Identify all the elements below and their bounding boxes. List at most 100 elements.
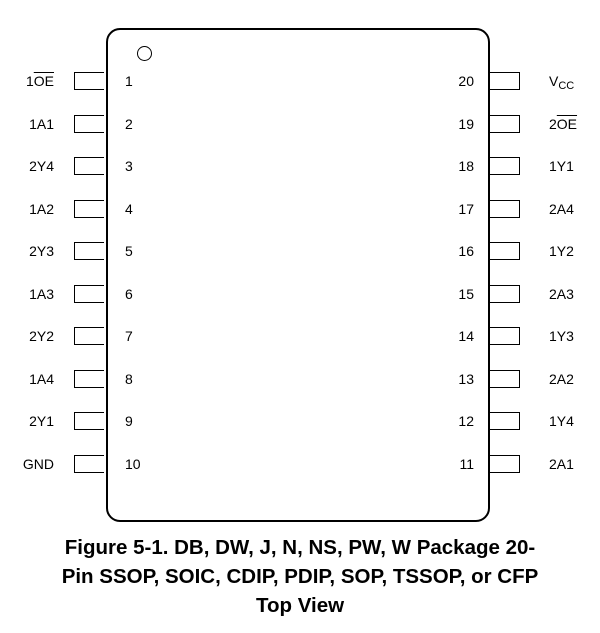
pin-name-label: 1Y2	[549, 242, 574, 265]
caption-line-1: Figure 5-1. DB, DW, J, N, NS, PW, W Pack…	[64, 536, 536, 559]
pin-row: 2Y1 9	[0, 410, 150, 434]
pin-name-label: 1Y4	[549, 412, 574, 435]
pin-lead	[490, 369, 520, 388]
pin-row: 1A1 2	[0, 113, 150, 137]
pin-lead	[74, 72, 104, 90]
pin-row: 2Y3 5	[0, 240, 150, 264]
pin-row: 1Y4 12	[440, 410, 600, 434]
pin-number: 11	[459, 455, 474, 472]
pin-name-label: GND	[23, 455, 54, 478]
pin-name-text: V	[549, 73, 559, 89]
pin-number: 3	[125, 158, 133, 174]
pin-name-subscript: CC	[558, 80, 575, 92]
pin-lead	[490, 284, 520, 303]
pin-row: 2A1 11	[440, 453, 600, 477]
pin-name-text: 1A1	[29, 115, 54, 132]
pin-name-label: 2A2	[549, 370, 574, 393]
pin-lead	[74, 412, 104, 430]
pin-name-prefix: 1	[25, 73, 34, 89]
pin-row: 1A4 8	[0, 368, 150, 392]
pin-row: VCC 20	[440, 70, 600, 94]
pin-number: 10	[125, 455, 141, 472]
pin-lead	[74, 369, 104, 388]
pin-lead	[74, 114, 104, 133]
pin-lead	[490, 327, 520, 345]
pin-name-label: 1A3	[29, 285, 54, 308]
pin-name-text: 1Y4	[549, 413, 574, 429]
pin-row: 2A2 13	[440, 368, 600, 392]
pin-name-text: GND	[22, 455, 54, 472]
pin-number: 14	[458, 328, 474, 344]
pin-row: 1Y3 14	[440, 325, 600, 349]
pin-name-text: 2Y4	[29, 158, 54, 174]
pin-name-label: 1Y1	[549, 157, 574, 180]
chip-package-outline	[106, 28, 490, 522]
pin-lead	[490, 454, 520, 473]
pin-name-text: 1A2	[29, 200, 54, 217]
pin-number: 2	[125, 115, 133, 132]
pin-name-label: 2Y3	[29, 242, 54, 265]
pin-number: 9	[125, 413, 133, 429]
pin-number: 12	[458, 413, 474, 429]
pin-name-text: 2Y1	[29, 413, 54, 429]
pin-number: 13	[458, 370, 474, 387]
pin-number: 8	[125, 370, 133, 387]
pin-lead	[74, 454, 104, 473]
pin-lead	[490, 199, 520, 218]
pin-name-text: 1A3	[29, 285, 54, 302]
pin-name-label: 1A4	[29, 370, 54, 393]
pin-lead	[490, 114, 520, 133]
pin-name-label: 1OE	[26, 72, 54, 95]
pin-number: 16	[458, 243, 474, 259]
pin-lead	[74, 242, 104, 260]
pin-lead	[490, 157, 520, 175]
pin-name-text: 1Y3	[549, 328, 574, 344]
pin-lead	[490, 412, 520, 430]
pin-lead	[490, 72, 520, 90]
figure-caption: Figure 5-1. DB, DW, J, N, NS, PW, W Pack…	[0, 533, 600, 620]
pin-number: 5	[125, 243, 133, 259]
pin-name-label: 2OE	[549, 115, 577, 138]
pin-row: GND 10	[0, 453, 150, 477]
pin-number: 18	[458, 158, 474, 174]
pin-row: 1Y2 16	[440, 240, 600, 264]
pin-name-prefix: 2	[549, 115, 557, 132]
pin-name-label: 2A4	[549, 200, 574, 223]
caption-line-3: Top View	[255, 594, 345, 617]
pin-name-text: 2Y2	[29, 328, 54, 344]
pin-name-label: 2Y2	[29, 327, 54, 350]
pin-number: 7	[125, 328, 133, 344]
pin-name-text: 1Y1	[549, 158, 574, 174]
pin-name-label: 2A3	[549, 285, 574, 308]
pin-name-label: VCC	[549, 72, 574, 95]
pin-name-text: 1A4	[29, 370, 54, 387]
pin-name-label: 2A1	[549, 455, 574, 478]
pin-name-label: 2Y1	[29, 412, 54, 435]
pin-name-label: 1Y3	[549, 327, 574, 350]
pin-lead	[490, 242, 520, 260]
pin-name-text: 2A1	[549, 455, 574, 472]
pin-number: 17	[458, 200, 474, 217]
pin-number: 20	[458, 73, 474, 89]
pin-name-label: 1A2	[29, 200, 54, 223]
pin-name-text: 1Y2	[549, 243, 574, 259]
pin-name-label: 1A1	[29, 115, 54, 138]
pin-row: 2Y2 7	[0, 325, 150, 349]
pin-lead	[74, 284, 104, 303]
pin-row: 2A4 17	[440, 198, 600, 222]
pin-lead	[74, 199, 104, 218]
pin-name-text: 2Y3	[29, 243, 54, 259]
pin-name-text: 2A4	[549, 200, 574, 217]
pin-name-text: 2A3	[549, 285, 574, 302]
pin-name-overline: OE	[556, 115, 578, 132]
pin-row: 2OE 19	[440, 113, 600, 137]
pin-name-overline: OE	[33, 73, 54, 89]
pin1-indicator-circle	[137, 46, 152, 61]
pin-name-text: 2A2	[549, 370, 574, 387]
pin-number: 19	[458, 115, 474, 132]
pin-lead	[74, 157, 104, 175]
pin-number: 1	[125, 73, 133, 89]
